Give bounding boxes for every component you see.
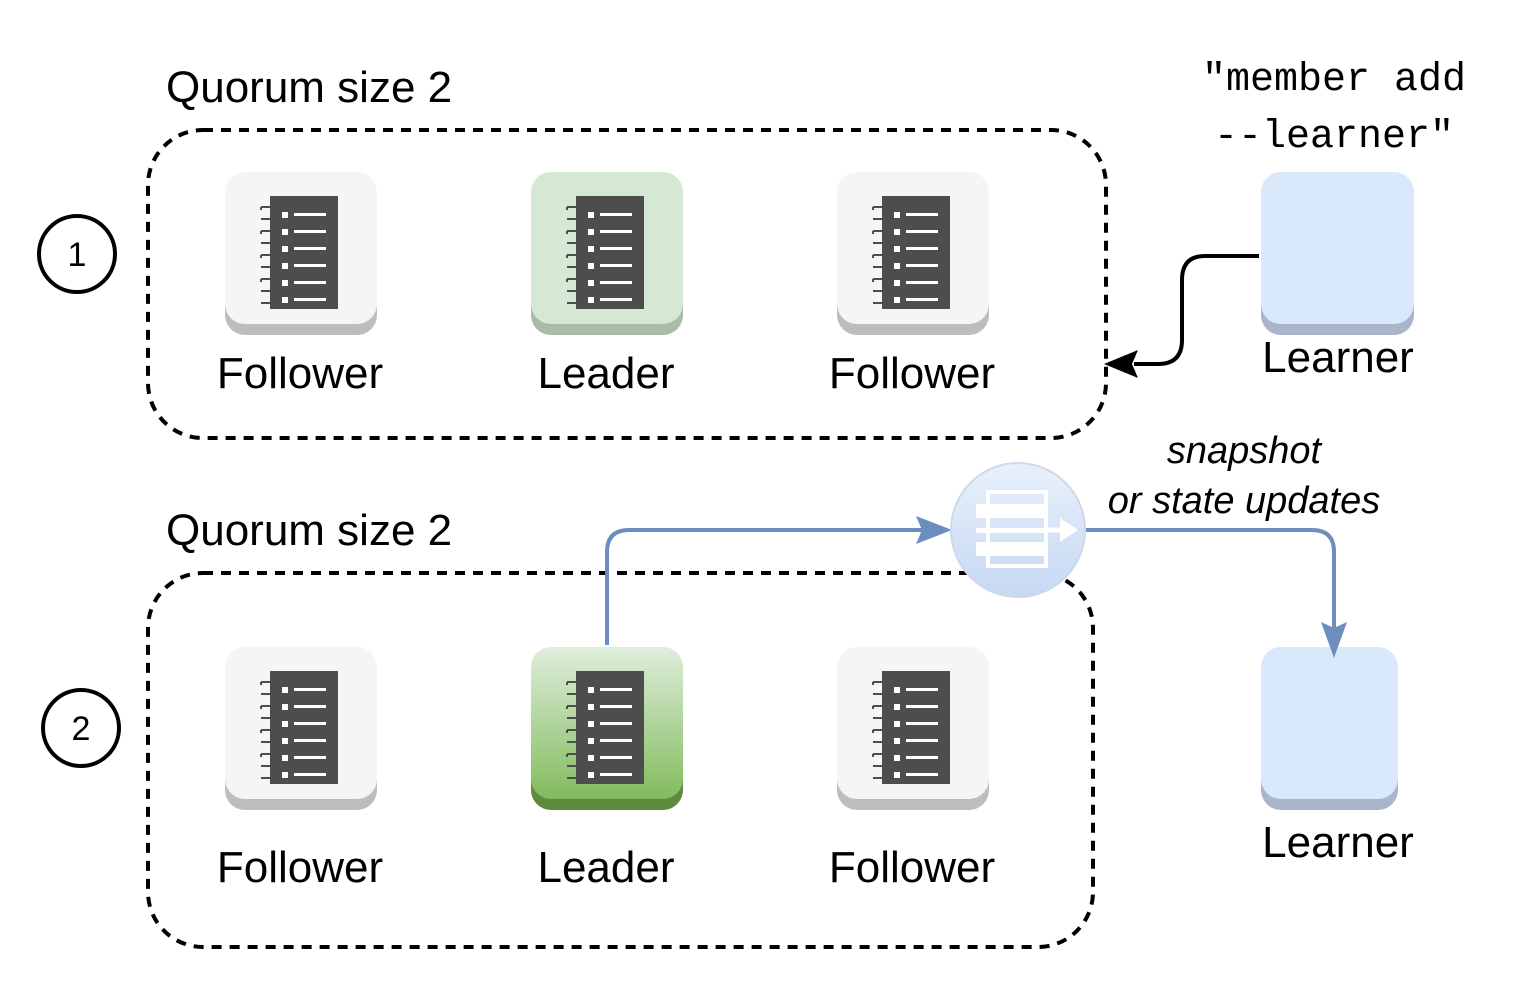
leader-node[interactable] [531, 647, 683, 810]
notebook-list-icon [566, 195, 645, 310]
notebook-list-icon [260, 670, 339, 785]
notebook-list-icon [260, 195, 339, 310]
quorum-2-label: Quorum size 2 [166, 506, 452, 555]
step-2-number: 2 [72, 710, 91, 748]
transfer-note-line-1: snapshot [1167, 430, 1323, 472]
notebook-list-icon [872, 195, 951, 310]
step-1: 1 Quorum size 2 Follower Leader Follower [37, 58, 1466, 440]
follower-node-1[interactable] [225, 647, 377, 810]
follower-node-2[interactable] [837, 172, 989, 335]
learner-1-label: Learner [1262, 333, 1414, 382]
follower-node-2[interactable] [837, 647, 989, 810]
follower-1-label: Follower [217, 349, 383, 398]
step-2: 2 Quorum size 2 Follower Leader Follower [41, 430, 1414, 949]
follower-2-label: Follower [829, 349, 995, 398]
follower-2-label: Follower [829, 843, 995, 892]
notebook-list-icon [872, 670, 951, 785]
transfer-note-line-2: or state updates [1108, 480, 1381, 522]
command-line-1: "member add [1202, 58, 1466, 103]
follower-1-label: Follower [217, 843, 383, 892]
quorum-1-boundary [146, 128, 1108, 440]
leader-label: Leader [537, 843, 674, 892]
leader-node[interactable] [531, 172, 683, 335]
step-1-badge: 1 [37, 214, 117, 294]
follower-node-1[interactable] [225, 172, 377, 335]
leader-label: Leader [537, 349, 674, 398]
learner-node-2[interactable] [1261, 647, 1398, 810]
join-arrow [1104, 254, 1259, 378]
command-line-2: --learner" [1214, 115, 1454, 160]
quorum-1-label: Quorum size 2 [166, 63, 452, 112]
learner-node-1[interactable] [1261, 172, 1414, 335]
step-2-badge: 2 [41, 688, 121, 768]
replication-flow-arrow [605, 516, 1347, 658]
step-1-number: 1 [68, 236, 87, 274]
notebook-list-icon [566, 670, 645, 785]
quorum-2-boundary [146, 571, 1095, 949]
learner-2-label: Learner [1262, 818, 1414, 867]
message-transfer-icon [950, 462, 1086, 598]
